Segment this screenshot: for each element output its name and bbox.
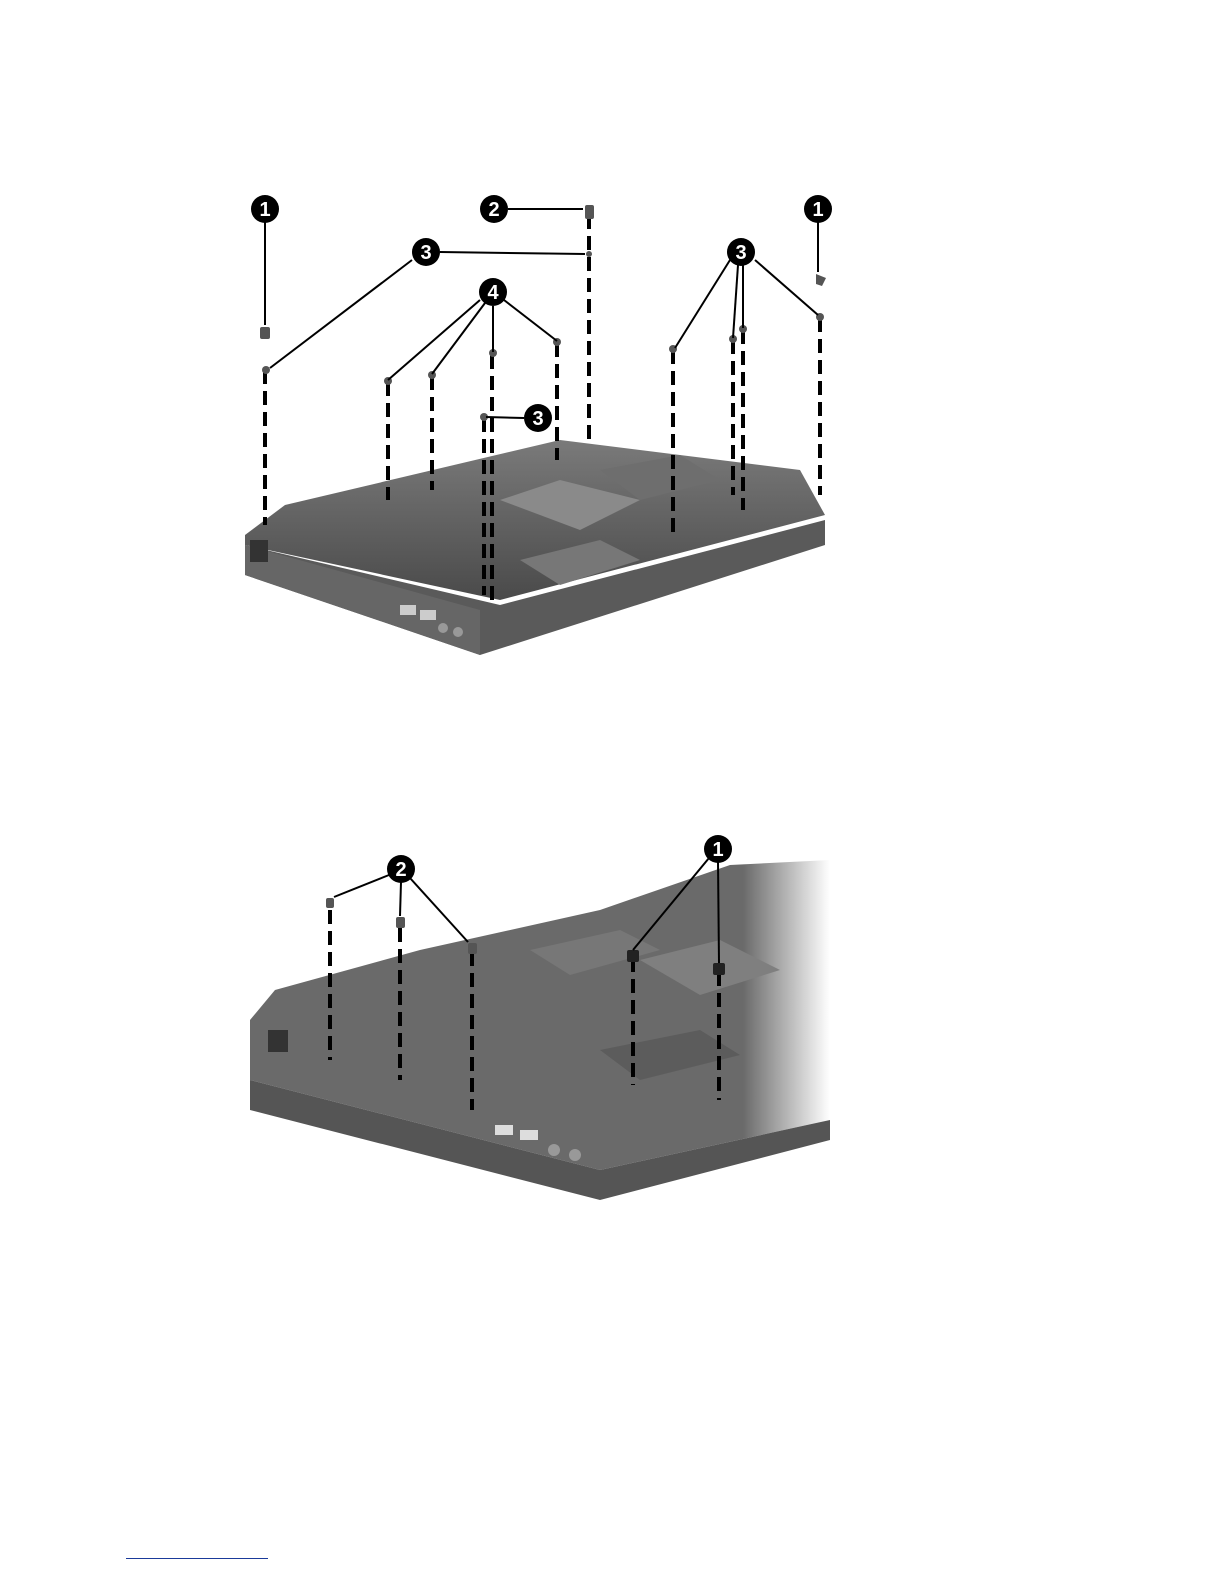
disassembly-figure-bottom: 2 1: [0, 780, 1224, 1240]
callout-2-bottom: 2: [387, 855, 415, 883]
svg-text:4: 4: [487, 282, 499, 304]
callout-1-left: 1: [251, 195, 279, 223]
laptop-base-chassis: [245, 440, 825, 655]
disassembly-figure-top: 1 2 1 3 3 4 3: [0, 0, 1224, 700]
svg-text:3: 3: [532, 408, 543, 430]
footnote-rule: [126, 1558, 268, 1559]
callout-3-center: 3: [524, 404, 552, 432]
laptop-base-closeup-illustration: 2 1: [0, 780, 1224, 1240]
callout-4: 4: [479, 278, 507, 306]
callout-1-bottom: 1: [704, 835, 732, 863]
svg-text:1: 1: [812, 199, 823, 221]
svg-text:2: 2: [488, 199, 499, 221]
screws: [260, 205, 826, 421]
laptop-base-illustration: 1 2 1 3 3 4 3: [0, 0, 1224, 700]
svg-text:1: 1: [712, 839, 723, 861]
svg-text:3: 3: [735, 242, 746, 264]
svg-text:2: 2: [395, 859, 406, 881]
laptop-base-closeup: [250, 860, 830, 1200]
svg-text:3: 3: [420, 242, 431, 264]
callout-2: 2: [480, 195, 508, 223]
svg-text:1: 1: [259, 199, 270, 221]
callout-3-right: 3: [727, 238, 755, 266]
callout-1-right: 1: [804, 195, 832, 223]
callout-3-left: 3: [412, 238, 440, 266]
